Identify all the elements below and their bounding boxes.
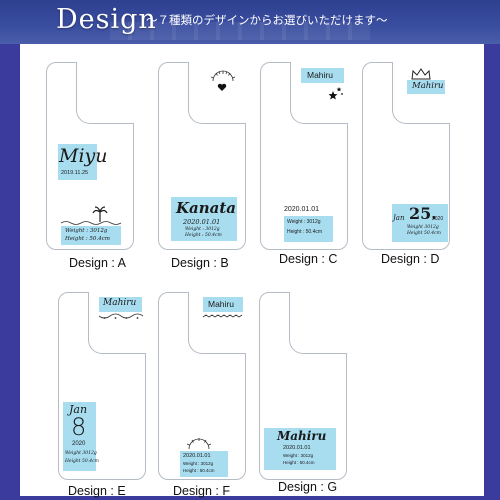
weight-text: Weight : 3012g xyxy=(283,453,314,458)
name-block xyxy=(264,428,336,470)
phone-case-design-g: Mahiru 2020.01.01 Weight : 3012g Height … xyxy=(259,292,347,480)
birth-day: 25. xyxy=(409,204,437,223)
name-block xyxy=(203,297,243,312)
design-label-a: Design : A xyxy=(69,256,126,270)
phone-case-design-c: Mahiru 2020.01.01 Weight : 3012g Height … xyxy=(260,62,348,250)
name-block xyxy=(99,297,142,312)
page-title: Design xyxy=(56,4,157,35)
birth-date: 2020.01.01 xyxy=(284,206,320,213)
phone-case-design-b: Kanata 2020.01.01 Weight : 3012g Height … xyxy=(158,62,246,250)
design-label-d: Design : D xyxy=(381,252,440,266)
info-block xyxy=(61,226,121,245)
info-block xyxy=(63,402,96,471)
weight-text: Weight : 3012g xyxy=(287,219,321,225)
page-subtitle: ～７種類のデザインからお選びいただけます～ xyxy=(146,13,388,27)
birth-year: 2020 xyxy=(432,216,444,222)
birth-date: 2020.01.01 xyxy=(183,218,221,226)
height-text: Height : 50.4cm xyxy=(283,460,315,465)
birth-month: Jan xyxy=(393,214,405,222)
camera-cutout xyxy=(76,62,134,124)
name-block xyxy=(171,197,237,241)
wave-garland-icon xyxy=(202,314,243,318)
height-text: Height : 50.4cm xyxy=(287,229,323,235)
weight-text: Weight : 3012g xyxy=(65,228,108,234)
stars-icon xyxy=(328,87,343,100)
phone-case-design-d: Mahiru Jan 25. 2020 Weight 3012g Height … xyxy=(362,62,450,250)
design-label-f: Design : F xyxy=(173,484,230,498)
header-banner: Design ～７種類のデザインからお選びいただけます～ xyxy=(0,0,500,44)
baby-name: Mahiru xyxy=(412,81,444,91)
design-label-e: Design : E xyxy=(68,484,126,498)
birth-date: 2020.01.01 xyxy=(183,453,211,459)
baby-name: Mahiru xyxy=(307,70,333,80)
sunrise-icon xyxy=(210,70,236,82)
baby-name: Kanata xyxy=(176,199,237,217)
birth-date: 2019.11.25 xyxy=(61,170,89,176)
palm-tree-icon xyxy=(92,206,108,222)
camera-cutout xyxy=(289,292,347,354)
weight-text: Weight : 3012g xyxy=(183,461,214,466)
phone-case-design-a: Miyu 2019.11.25 Weight : 3012g Height : … xyxy=(46,62,134,250)
height-text: Height : 50.4cm xyxy=(183,468,215,473)
info-block xyxy=(392,204,448,242)
design-label-b: Design : B xyxy=(171,256,229,270)
design-label-c: Design : C xyxy=(279,252,338,266)
info-block xyxy=(284,216,333,242)
birth-day: 8 xyxy=(71,413,87,441)
baby-name: Mahiru xyxy=(277,429,327,443)
baby-name: Miyu xyxy=(59,145,108,167)
header-decoration xyxy=(110,22,370,40)
birth-month: Jan xyxy=(69,403,88,416)
camera-cutout xyxy=(188,62,246,124)
baby-name: Mahiru xyxy=(103,298,137,308)
weight-text: Weight 3012g xyxy=(407,225,439,230)
height-text: Height : 50.4cm xyxy=(185,233,222,238)
baby-name: Mahiru xyxy=(208,299,234,309)
sunrise-icon xyxy=(186,438,212,450)
info-block xyxy=(180,451,228,477)
phone-case-design-f: Mahiru 2020.01.01 Weight : 3012g Height … xyxy=(158,292,246,480)
wave-line-icon xyxy=(60,221,122,225)
phone-case-design-e: Mahiru Jan 8 2020 Weight 3012g Height 50… xyxy=(58,292,146,480)
wave-garland-icon xyxy=(98,313,144,319)
heart-icon xyxy=(217,83,227,91)
name-block xyxy=(301,68,344,83)
design-label-g: Design : G xyxy=(278,480,338,494)
birth-date: 2020.01.01 xyxy=(283,445,311,451)
height-text: Height 50.4cm xyxy=(407,231,441,236)
height-text: Height 50.4cm xyxy=(65,459,99,464)
name-block xyxy=(58,144,97,180)
crown-icon xyxy=(411,68,431,80)
birth-year: 2020 xyxy=(72,441,86,447)
name-block xyxy=(407,80,445,94)
height-text: Height : 50.4cm xyxy=(65,236,110,242)
weight-text: Weight 3012g xyxy=(65,451,97,456)
weight-text: Weight : 3012g xyxy=(185,227,220,232)
